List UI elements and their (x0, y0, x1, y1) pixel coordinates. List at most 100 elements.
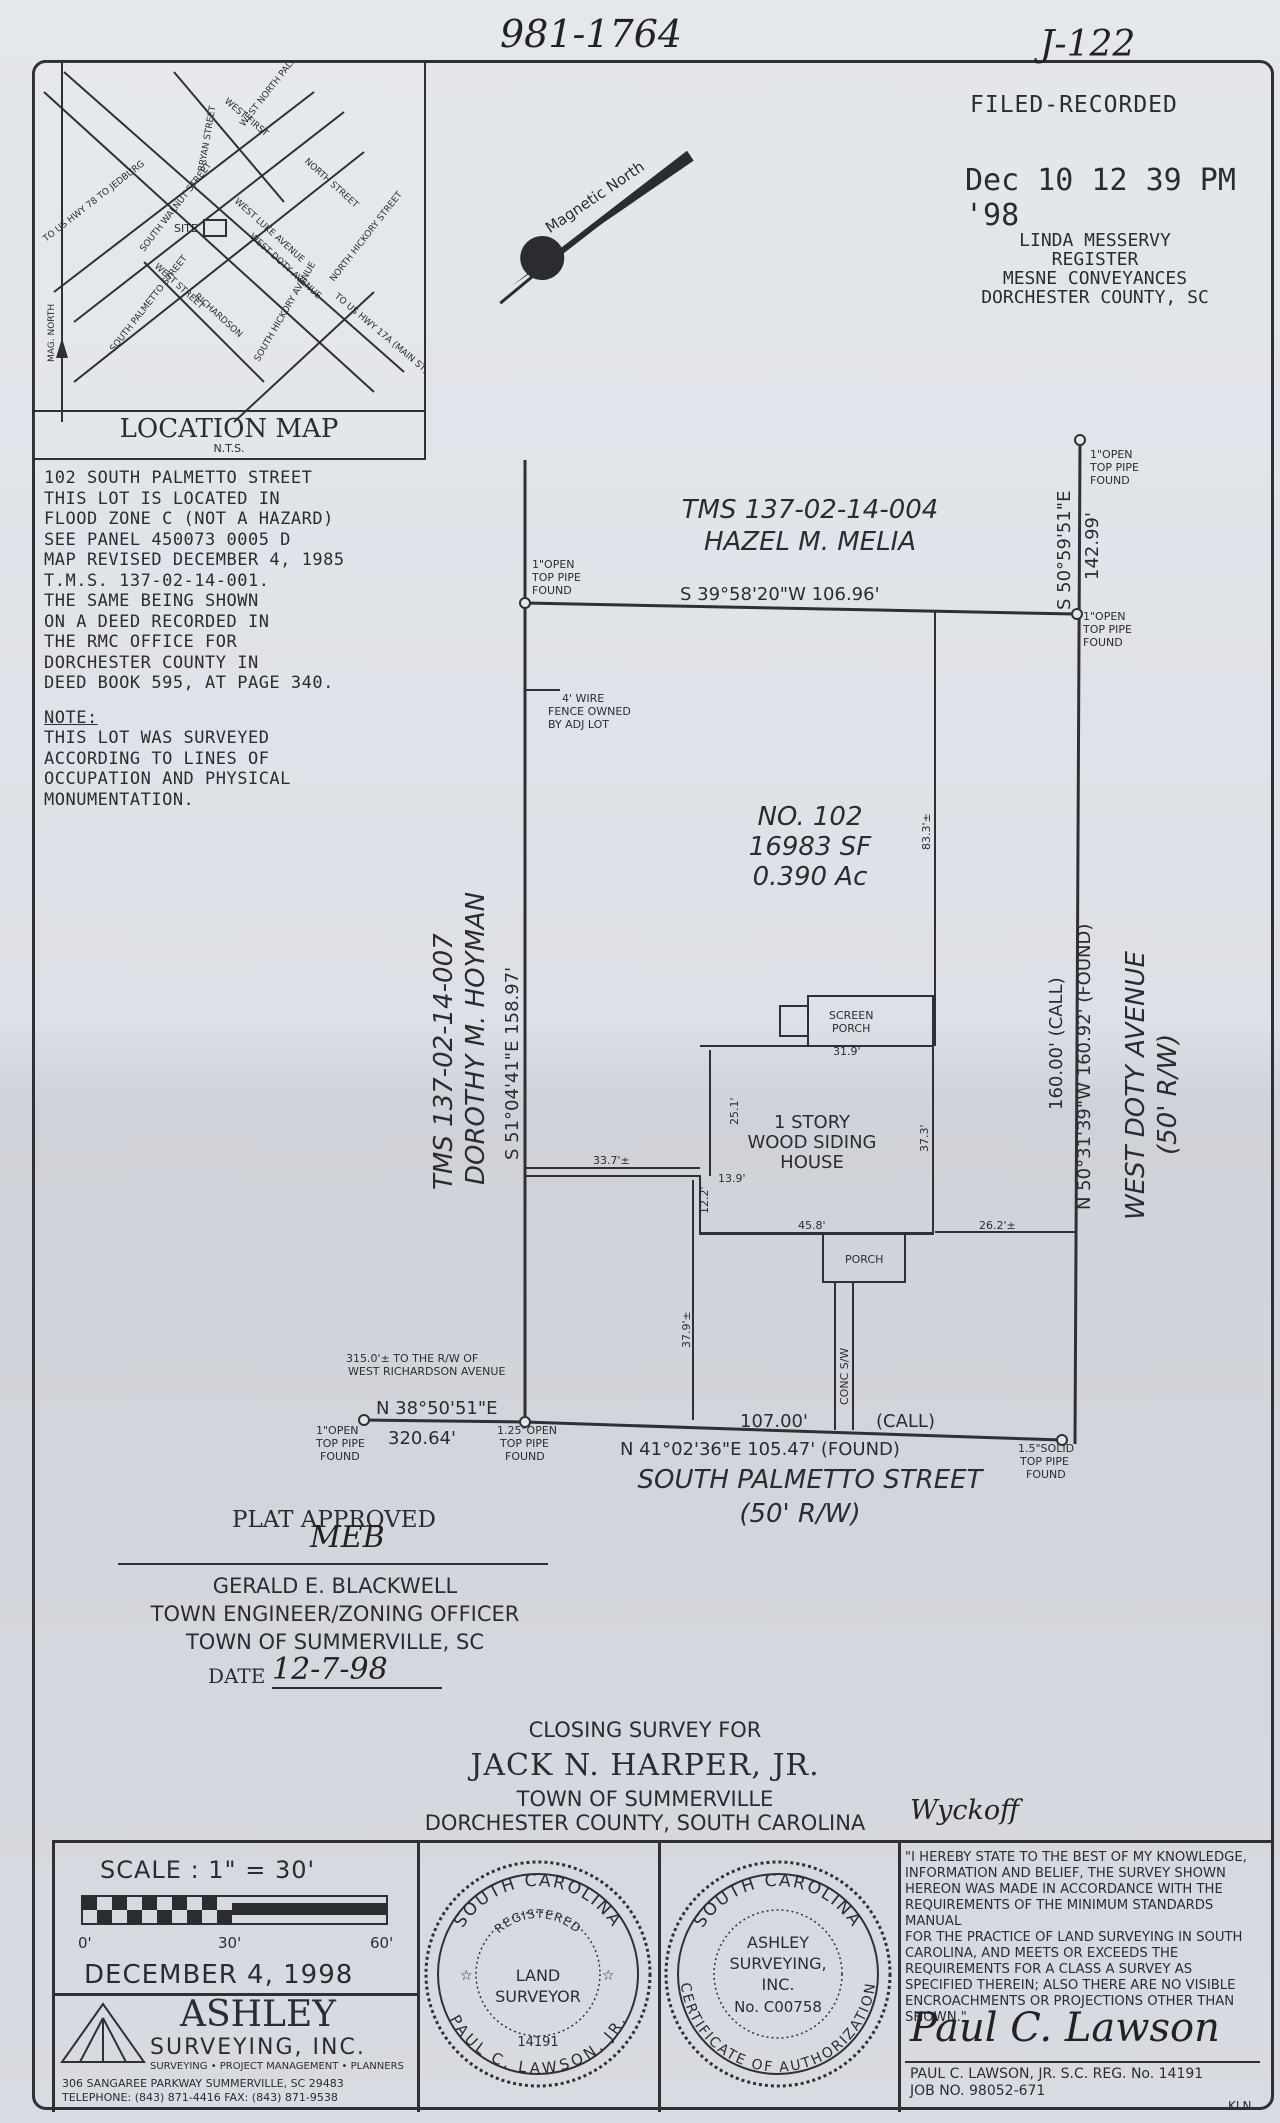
town-name: TOWN OF SUMMERVILLE (516, 1787, 774, 1811)
note-line: FLOOD ZONE C (NOT A HAZARD) (44, 509, 334, 529)
location-map-drawing: WEST FIRST BRYAN STREET WEST NORTH PALME… (41, 62, 424, 423)
register-office: MESNE CONVEYANCES (1002, 268, 1188, 289)
note-line: DORCHESTER COUNTY IN (44, 652, 259, 673)
fence-label: BY ADJ LOT (548, 718, 609, 731)
surveyor-registration: PAUL C. LAWSON, JR. S.C. REG. No. 14191 (910, 2066, 1204, 2082)
tie-bearing: N 38°50'51"E (376, 1398, 498, 1419)
seal-ring-text: REGISTERED (492, 1907, 583, 1936)
certification-line: FOR THE PRACTICE OF LAND SURVEYING IN SO… (905, 1930, 1243, 1945)
sw-pipe-label: FOUND (505, 1450, 545, 1463)
note-line: DEED BOOK 595, AT PAGE 340. (44, 673, 334, 693)
scale-tick-30: 30' (218, 1934, 242, 1952)
seal2-center-3: INC. (762, 1975, 795, 1994)
map-label-mag-north: MAG. NORTH (47, 304, 57, 362)
location-map-nts: N.T.S. (213, 442, 245, 455)
certification-line: REQUIREMENTS OF THE MINIMUM STANDARDS MA… (905, 1898, 1214, 1929)
tie-distance: 320.64' (388, 1428, 456, 1449)
svg-text:REGISTERED: REGISTERED (492, 1907, 584, 1936)
note-line: ON A DEED RECORDED IN (44, 611, 270, 632)
far-pipe-label: TOP PIPE (315, 1437, 365, 1450)
certification-line: SPECIFIED THEREIN; ALSO THERE ARE NO VIS… (905, 1978, 1236, 1993)
dim-12-2: 12.2' (698, 1186, 711, 1214)
county-name: DORCHESTER COUNTY, SOUTH CAROLINA (424, 1811, 866, 1835)
handwritten-book-page: 981-1764 (500, 12, 683, 56)
authorization-seal: SOUTH CAROLINA CERTIFICATE OF AUTHORIZAT… (664, 1860, 892, 2088)
seal2-number: No. C00758 (734, 1998, 822, 2016)
top-pipe-label: FOUND (1090, 474, 1130, 487)
fence-label: FENCE OWNED (548, 705, 631, 718)
client-name: JACK N. HARPER, JR. (470, 1748, 820, 1783)
scale-label: SCALE : 1" = 30' (100, 1856, 316, 1884)
se-pipe-label: FOUND (1026, 1468, 1066, 1481)
west-owner-tms: TMS 137-02-14-007 (429, 933, 459, 1190)
nw-pipe-label: 1"OPEN (532, 558, 575, 571)
nw-pipe-label: FOUND (532, 584, 572, 597)
south-call-tag: (CALL) (876, 1411, 935, 1432)
approver-title: TOWN ENGINEER/ZONING OFFICER (150, 1602, 520, 1626)
svg-text:☆: ☆ (460, 1968, 473, 1984)
north-owner-name: HAZEL M. MELIA (704, 527, 916, 557)
plat-approved-label: PLAT APPROVED (232, 1507, 436, 1533)
certification-line: CAROLINA, AND MEETS OR EXCEEDS THE (905, 1946, 1179, 1961)
se-pipe-label: TOP PIPE (1019, 1455, 1069, 1468)
certification-line: ENCROACHMENTS OR PROJECTIONS OTHER THAN … (905, 1994, 1235, 2025)
register-name: LINDA MESSERVY (1019, 230, 1171, 251)
dim-31-9: 31.9' (833, 1045, 861, 1058)
seal2-bottom-text: CERTIFICATE OF AUTHORIZATION (677, 1982, 879, 2076)
north-owner-tms: TMS 137-02-14-004 (682, 495, 939, 525)
screen-porch-label: PORCH (832, 1022, 870, 1035)
east-street-name: WEST DOTY AVENUE (1121, 951, 1151, 1220)
note-line: THIS LOT IS LOCATED IN (44, 488, 281, 509)
dim-26-2: 26.2'± (979, 1219, 1016, 1232)
east-call: 160.00' (CALL) (1046, 977, 1067, 1110)
company-name: ASHLEY (180, 1994, 337, 2035)
house-label: HOUSE (780, 1152, 844, 1173)
sw-pipe-label: 1.25"OPEN (497, 1424, 557, 1437)
company-phone: TELEPHONE: (843) 871-4416 FAX: (843) 871… (62, 2091, 338, 2104)
approval-block: GERALD E. BLACKWELL TOWN ENGINEER/ZONING… (115, 1572, 555, 1656)
south-street-name: SOUTH PALMETTO STREET (638, 1465, 985, 1495)
dim-37-3: 37.3' (918, 1124, 931, 1152)
note-line: MONUMENTATION. (44, 789, 195, 810)
job-number: JOB NO. 98052-671 (910, 2083, 1046, 2099)
tie-reference: 315.0'± TO THE R/W OF (346, 1352, 478, 1365)
top-pipe-label: TOP PIPE (1089, 461, 1139, 474)
register-stamp: LINDA MESSERVY REGISTER MESNE CONVEYANCE… (960, 231, 1230, 307)
handwritten-note: Wyckoff (910, 1795, 1020, 1826)
certification-line: HEREON WAS MADE IN ACCORDANCE WITH THE (905, 1882, 1223, 1897)
description-notes: 102 SOUTH PALMETTO STREET THIS LOT IS LO… (44, 468, 424, 810)
porch-label: PORCH (845, 1253, 883, 1266)
surveyor-seal: SOUTH CAROLINA PAUL C. LAWSON, JR. REGIS… (424, 1860, 652, 2088)
company-address: 306 SANGAREE PARKWAY SUMMERVILLE, SC 294… (62, 2077, 344, 2090)
tie-line (365, 1418, 526, 1424)
note-line: T.M.S. 137-02-14-001. (44, 570, 270, 591)
survey-type: CLOSING SURVEY FOR (528, 1718, 762, 1742)
seal2-center-1: ASHLEY (747, 1933, 809, 1952)
svg-text:CERTIFICATE OF AUTHORIZATION: CERTIFICATE OF AUTHORIZATION (677, 1982, 880, 2076)
note-line: 102 SOUTH PALMETTO STREET (44, 468, 313, 488)
ne-pipe-label: FOUND (1083, 636, 1123, 649)
certification-text: "I HEREBY STATE TO THE BEST OF MY KNOWLE… (905, 1850, 1265, 2026)
lot-acreage: 0.390 Ac (753, 862, 868, 892)
lot-square-feet: 16983 SF (749, 832, 872, 862)
north-arrow-icon: Magnetic North (499, 150, 694, 305)
west-bearing: S 51°04'41"E 158.97' (502, 967, 523, 1160)
note-line: OCCUPATION AND PHYSICAL (44, 769, 291, 789)
surveyor-signature: Paul C. Lawson (910, 2005, 1220, 2051)
far-pipe-label: FOUND (320, 1450, 360, 1463)
dim-33-7: 33.7'± (593, 1154, 630, 1167)
note-line: ACCORDING TO LINES OF (44, 748, 270, 769)
note-line: MAP REVISED DECEMBER 4, 1985 (44, 550, 345, 570)
north-bearing: S 39°58'20"W 106.96' (680, 584, 880, 605)
sheet-border (32, 60, 1274, 2110)
approval-initials: MEB (310, 1520, 385, 1555)
fence-label: 4' WIRE (562, 692, 604, 705)
company-services: SURVEYING • PROJECT MANAGEMENT • PLANNER… (150, 2061, 404, 2072)
screen-porch-label: SCREEN (829, 1009, 873, 1022)
register-title: REGISTER (1051, 249, 1139, 270)
south-lot-line (524, 1420, 1063, 1442)
seal2-center-2: SURVEYING, (729, 1954, 826, 1973)
survey-date: DECEMBER 4, 1998 (84, 1960, 354, 1990)
recording-timestamp: Dec 10 12 39 PM '98 (965, 163, 1236, 233)
